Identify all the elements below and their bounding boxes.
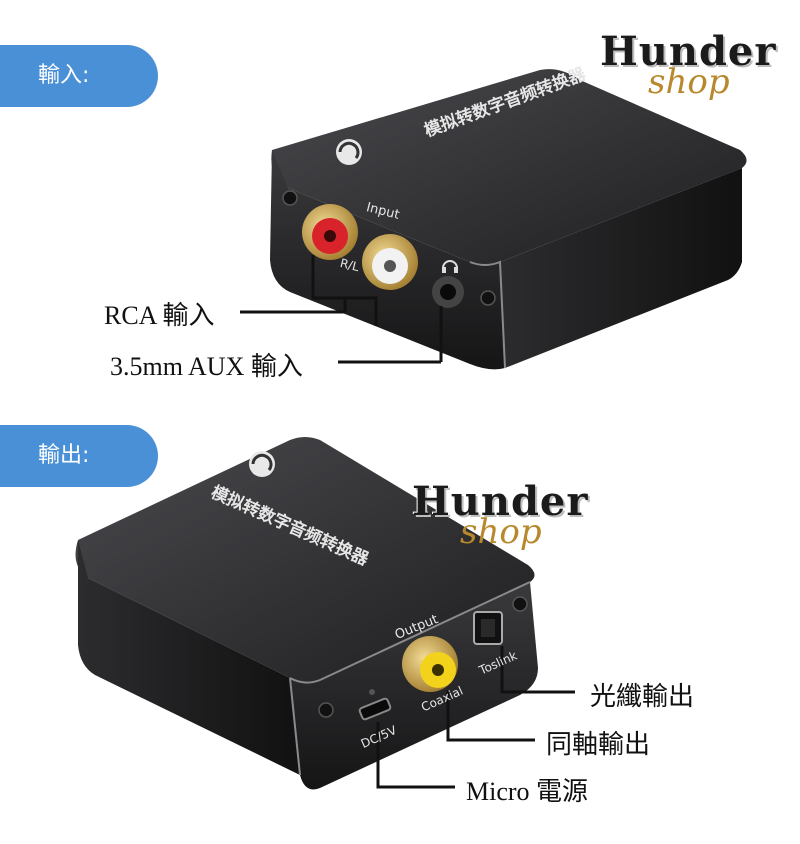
input-section-tab: 輸入:: [0, 45, 158, 107]
brand-logo-icon: [249, 451, 275, 477]
watermark-logo: Hunder shop: [600, 28, 780, 128]
screw-icon: [512, 596, 528, 612]
headphone-icon: [442, 260, 458, 273]
coaxial-jack: [402, 636, 458, 692]
screw-icon: [282, 190, 298, 206]
aux-jack: [432, 276, 464, 308]
optical-output-label: 光纖輸出: [590, 682, 695, 711]
input-device: [240, 69, 747, 370]
aux-input-label: 3.5mm AUX 輸入: [110, 352, 303, 381]
watermark-subtext: shop: [460, 512, 542, 552]
coaxial-output-label: 同軸輸出: [546, 730, 651, 759]
rca-input-label: RCA 輸入: [104, 301, 215, 330]
rca-red-jack: [302, 204, 358, 260]
screw-icon: [480, 290, 496, 306]
output-device: [75, 437, 575, 790]
watermark-logo: Hunder shop: [412, 478, 592, 578]
brand-logo-icon: [336, 139, 362, 165]
micro-usb-port: [358, 689, 392, 721]
watermark-subtext: shop: [648, 62, 730, 102]
output-section-tab: 輸出:: [0, 425, 158, 487]
rca-white-jack: [362, 234, 418, 290]
watermark-text: Hunder: [412, 478, 589, 525]
power-label: Micro 電源: [466, 777, 589, 806]
screw-icon: [318, 702, 334, 718]
watermark-text: Hunder: [600, 28, 777, 75]
toslink-port: [473, 611, 503, 645]
